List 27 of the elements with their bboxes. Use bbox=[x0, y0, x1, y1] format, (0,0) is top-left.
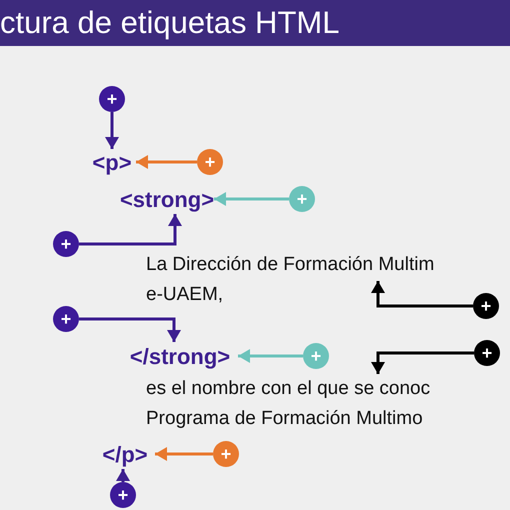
plus-button: + bbox=[197, 149, 223, 175]
arrow bbox=[155, 447, 213, 461]
plus-button: + bbox=[213, 441, 239, 467]
title: ctura de etiquetas HTML bbox=[0, 5, 340, 41]
plus-button: + bbox=[53, 306, 79, 332]
plus-button: + bbox=[303, 343, 329, 369]
plus-button: + bbox=[53, 231, 79, 257]
paragraph-text: es el nombre con el que se conoc Programa de Formación Multimo bbox=[146, 374, 486, 434]
arrow bbox=[214, 192, 289, 206]
plus-button: + bbox=[289, 186, 315, 212]
html-tag: </strong> bbox=[122, 342, 238, 371]
arrow bbox=[79, 214, 182, 246]
paragraph-text: La Dirección de Formación Multim e-UAEM, bbox=[146, 250, 446, 310]
html-tag: <strong> bbox=[120, 185, 214, 214]
arrow bbox=[79, 318, 181, 342]
plus-button: + bbox=[99, 86, 125, 112]
arrow bbox=[116, 469, 130, 482]
arrow bbox=[371, 352, 474, 374]
plus-button: + bbox=[110, 482, 136, 508]
arrow bbox=[136, 155, 197, 169]
arrow bbox=[238, 349, 303, 363]
plus-button: + bbox=[473, 293, 499, 319]
html-tag: <p> bbox=[88, 149, 136, 177]
arrow bbox=[371, 281, 473, 308]
arrow bbox=[105, 112, 119, 149]
plus-button: + bbox=[474, 340, 500, 366]
html-tag: </p> bbox=[95, 440, 155, 469]
